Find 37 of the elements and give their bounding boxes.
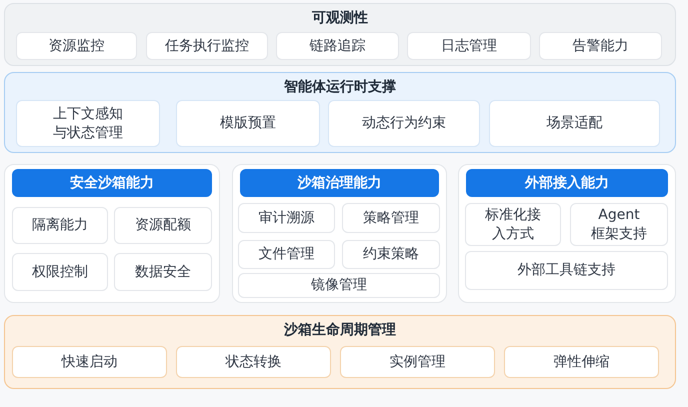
- feature-card: 任务执行监控: [146, 32, 268, 60]
- feature-card: 外部工具链支持: [465, 251, 668, 290]
- feature-card: 镜像管理: [238, 273, 440, 298]
- feature-card: 状态转换: [176, 346, 331, 378]
- feature-card: 场景适配: [489, 100, 660, 147]
- feature-card: 动态行为约束: [328, 100, 480, 147]
- layer-title: 可观测性: [312, 9, 368, 27]
- feature-card: 权限控制: [12, 253, 108, 291]
- feature-card: 快速启动: [12, 346, 167, 378]
- feature-card: 日志管理: [407, 32, 531, 60]
- feature-card: 链路追踪: [276, 32, 399, 60]
- feature-card: 资源监控: [16, 32, 137, 60]
- layer-panel: [4, 72, 676, 153]
- layer-panel: [4, 164, 220, 303]
- feature-card: 实例管理: [340, 346, 495, 378]
- section-header: 安全沙箱能力: [12, 169, 212, 197]
- feature-card: 模版预置: [176, 100, 320, 147]
- feature-card: 告警能力: [539, 32, 662, 60]
- section-header: 外部接入能力: [466, 169, 668, 197]
- layer-panel: [4, 3, 676, 66]
- layer-panel: [458, 164, 676, 303]
- layer-panel: [232, 164, 447, 303]
- feature-card: 文件管理: [238, 240, 335, 269]
- feature-card: 隔离能力: [12, 207, 108, 244]
- feature-card: 上下文感知与状态管理: [16, 100, 160, 147]
- feature-card: 约束策略: [342, 240, 440, 269]
- feature-card: 弹性伸缩: [504, 346, 659, 378]
- layer-title: 智能体运行时支撑: [284, 78, 396, 96]
- feature-card: 资源配额: [114, 207, 212, 244]
- layer-title: 沙箱生命周期管理: [284, 321, 396, 339]
- feature-card: 审计溯源: [238, 203, 335, 233]
- feature-card: Agent 框架支持: [570, 203, 668, 246]
- feature-card: 策略管理: [342, 203, 440, 233]
- feature-card: 数据安全: [114, 253, 212, 291]
- section-header: 沙箱治理能力: [240, 169, 439, 197]
- feature-card: 标准化接入方式: [465, 203, 561, 246]
- layer-panel: [4, 315, 676, 389]
